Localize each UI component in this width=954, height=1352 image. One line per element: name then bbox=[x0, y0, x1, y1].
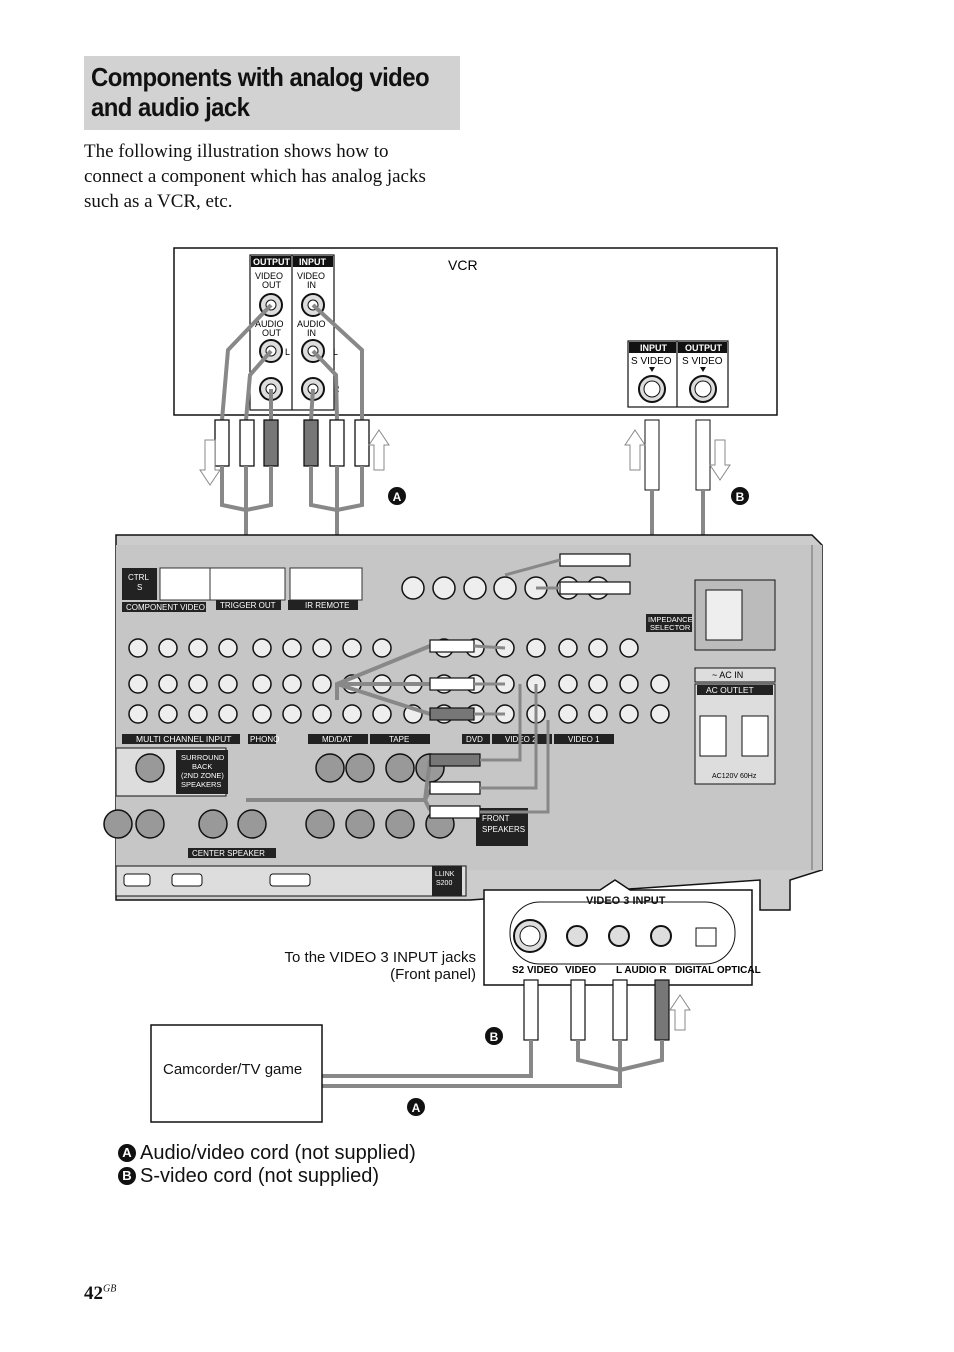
cord-a-vcr bbox=[220, 303, 364, 421]
svg-text:AC120V 60Hz: AC120V 60Hz bbox=[712, 773, 757, 780]
front-optical-jack bbox=[695, 927, 717, 947]
front-panel-caption: To the VIDEO 3 INPUT jacks (Front panel) bbox=[284, 949, 476, 983]
svg-text:OUT: OUT bbox=[262, 280, 282, 290]
vcr-svideo-output-label: OUTPUT bbox=[685, 343, 723, 353]
svg-text:TAPE: TAPE bbox=[389, 735, 409, 744]
svg-text:FRONT: FRONT bbox=[482, 814, 510, 823]
svg-text:MULTI CHANNEL INPUT: MULTI CHANNEL INPUT bbox=[136, 734, 231, 744]
svg-text:COMPONENT VIDEO: COMPONENT VIDEO bbox=[126, 603, 205, 612]
svg-text:SELECTOR: SELECTOR bbox=[650, 623, 691, 632]
vcr-svideo-in-jack bbox=[638, 375, 666, 403]
svg-text:VIDEO: VIDEO bbox=[565, 965, 596, 976]
svg-text:A: A bbox=[412, 1101, 421, 1115]
svg-text:S200: S200 bbox=[436, 880, 452, 887]
vcr-video-out-label: VIDEO bbox=[255, 271, 283, 281]
svg-text:VIDEO 1: VIDEO 1 bbox=[568, 735, 600, 744]
front-audio-r-jack bbox=[650, 925, 672, 947]
front-panel-title: VIDEO 3 INPUT bbox=[586, 895, 666, 907]
vcr-audio-in-label: AUDIO bbox=[297, 319, 326, 329]
arrow-down-left-icon bbox=[199, 439, 221, 486]
svg-text:(2ND ZONE): (2ND ZONE) bbox=[181, 771, 224, 780]
svg-text:L: L bbox=[333, 347, 338, 357]
svg-text:CTRL: CTRL bbox=[128, 573, 149, 582]
svg-text:S: S bbox=[137, 583, 142, 592]
legend-text-a: Audio/video cord (not supplied) bbox=[140, 1142, 416, 1164]
svg-text:AC OUTLET: AC OUTLET bbox=[706, 685, 754, 695]
vcr-svideo-out-jack bbox=[689, 375, 717, 403]
arrow-down-right-icon bbox=[709, 439, 731, 481]
svg-text:B: B bbox=[490, 1030, 499, 1044]
vcr-video-in-label: VIDEO bbox=[297, 271, 325, 281]
svg-text:DVD: DVD bbox=[466, 735, 483, 744]
intro-paragraph: The following illustration shows how to … bbox=[84, 141, 426, 212]
vcr-input-label: INPUT bbox=[299, 257, 327, 267]
svg-text:~ AC IN: ~ AC IN bbox=[712, 670, 743, 680]
badge-b: B bbox=[118, 1167, 136, 1185]
section-title: Components with analog video and audio j… bbox=[91, 62, 430, 122]
arrow-up-right-icon bbox=[368, 429, 390, 471]
vcr-audio-out-label: AUDIO bbox=[255, 319, 284, 329]
svg-text:IN: IN bbox=[307, 280, 316, 290]
svg-text:PHONO: PHONO bbox=[250, 735, 279, 744]
page-number-value: 42 bbox=[84, 1283, 103, 1304]
vcr-label: VCR bbox=[448, 257, 478, 273]
svg-text:SURROUND: SURROUND bbox=[181, 753, 225, 762]
svg-text:OUT: OUT bbox=[262, 328, 282, 338]
svg-text:CENTER SPEAKER: CENTER SPEAKER bbox=[192, 849, 265, 858]
svg-text:L AUDIO R: L AUDIO R bbox=[616, 965, 667, 976]
front-audio-l-jack bbox=[608, 925, 630, 947]
svg-text:IN: IN bbox=[307, 328, 316, 338]
svg-text:A: A bbox=[393, 490, 402, 504]
svg-text:B: B bbox=[736, 490, 745, 504]
receiver-rear-panel: CTRL S COMPONENT VIDEO TRIGGER OUT IR RE… bbox=[103, 534, 823, 911]
section-title-background bbox=[84, 56, 460, 130]
svg-text:S VIDEO: S VIDEO bbox=[682, 356, 723, 367]
camcorder-label: Camcorder/TV game bbox=[163, 1061, 303, 1078]
legend-text-b: S-video cord (not supplied) bbox=[140, 1165, 380, 1187]
front-video-jack bbox=[566, 925, 588, 947]
svg-text:S2 VIDEO: S2 VIDEO bbox=[512, 965, 558, 976]
svg-text:S VIDEO: S VIDEO bbox=[631, 356, 672, 367]
front-svideo-jack bbox=[513, 919, 547, 953]
arrow-up-front-icon bbox=[669, 994, 691, 1031]
svg-text:MD/DAT: MD/DAT bbox=[322, 735, 352, 744]
page-number-suffix: GB bbox=[103, 1283, 117, 1295]
svg-text:SPEAKERS: SPEAKERS bbox=[482, 825, 525, 834]
vcr-svideo-input-label: INPUT bbox=[640, 343, 668, 353]
camcorder-box bbox=[150, 1024, 323, 1123]
page-number: 42GB bbox=[84, 1283, 116, 1305]
svg-text:L: L bbox=[285, 347, 290, 357]
svg-text:LLINK: LLINK bbox=[435, 871, 455, 878]
svg-text:DIGITAL OPTICAL: DIGITAL OPTICAL bbox=[675, 965, 761, 976]
svg-text:IR REMOTE: IR REMOTE bbox=[305, 601, 349, 610]
cord-a-plugs-vcr bbox=[214, 419, 370, 467]
arrow-up-left-icon bbox=[624, 429, 646, 471]
svg-text:SPEAKERS: SPEAKERS bbox=[181, 780, 221, 789]
badge-a: A bbox=[118, 1144, 136, 1162]
svg-text:IMPEDANCE: IMPEDANCE bbox=[648, 615, 693, 624]
vcr-output-label: OUTPUT bbox=[253, 257, 291, 267]
svg-text:TRIGGER OUT: TRIGGER OUT bbox=[220, 601, 276, 610]
svg-text:BACK: BACK bbox=[192, 762, 212, 771]
